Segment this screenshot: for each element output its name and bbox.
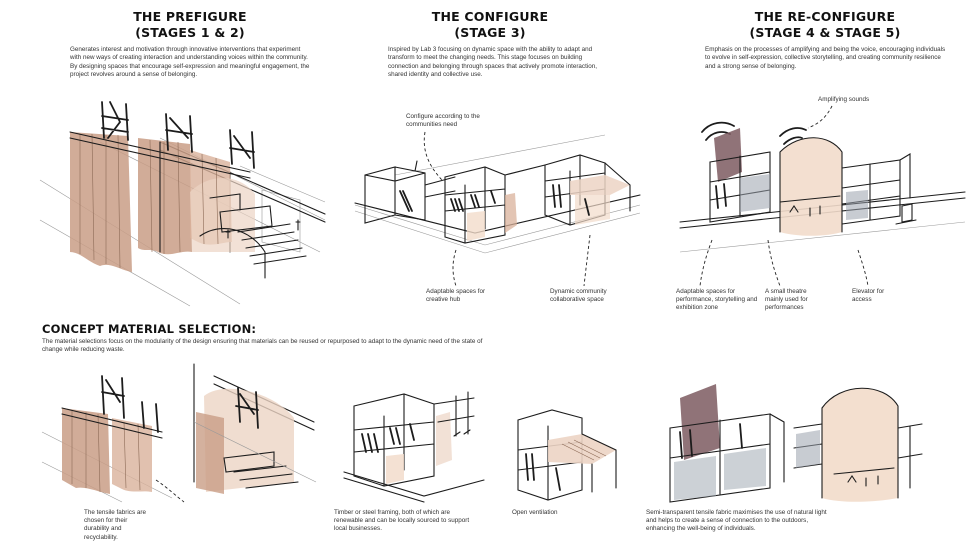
stage-3-description: Emphasis on the processes of amplifying … <box>705 46 946 70</box>
stage-3-title: THE RE-CONFIGURE (STAGE 4 & STAGE 5) <box>725 9 925 41</box>
concept-description: The material selections focus on the mod… <box>42 338 483 354</box>
stage-1-title: THE PREFIGURE (STAGES 1 & 2) <box>100 9 280 41</box>
concept-semi-transparent-right-sketch <box>793 387 923 502</box>
stage-2-title-line2: (STAGE 3) <box>454 25 526 40</box>
stage-3-title-line1: THE RE-CONFIGURE <box>754 9 896 24</box>
annotation-configure-need: Configure according to the communities n… <box>406 113 480 129</box>
stage-1-title-line2: (STAGES 1 & 2) <box>135 25 245 40</box>
concept-ventilation-sketch <box>517 409 617 501</box>
concept-note-ventilation: Open ventilation <box>512 509 558 516</box>
stage-3-title-line2: (STAGE 4 & STAGE 5) <box>749 25 901 40</box>
concept-timber-sketch <box>343 391 485 503</box>
reconfigure-sketch <box>679 121 966 253</box>
stage-2-title: THE CONFIGURE (STAGE 3) <box>400 9 580 41</box>
annotation-dynamic-community: Dynamic community collaborative space <box>550 288 607 304</box>
concept-note-fabric: The tensile fabrics are chosen for their… <box>84 509 146 541</box>
concept-fabric-sketch <box>41 375 173 503</box>
annotation-amplifying-sounds: Amplifying sounds <box>818 96 870 103</box>
stage-1-description: Generates interest and motivation throug… <box>70 46 310 79</box>
prefigure-sketch <box>39 101 326 307</box>
concept-note-semi-transparent: Semi-transparent tensile fabric maximise… <box>646 509 827 533</box>
configure-sketch <box>354 134 641 254</box>
concept-semi-transparent-left-sketch <box>669 384 785 503</box>
annotation-small-theatre: A small theatre mainly used for performa… <box>765 288 808 312</box>
stage-1-title-line1: THE PREFIGURE <box>133 9 247 24</box>
concept-note-timber: Timber or steel framing, both of which a… <box>334 509 470 533</box>
annotation-elevator: Elevator for access <box>852 288 885 304</box>
annotation-adaptable-creative: Adaptable spaces for creative hub <box>426 288 486 304</box>
stage-2-description: Inspired by Lab 3 focusing on dynamic sp… <box>388 46 597 79</box>
annotation-adaptable-performance: Adaptable spaces for performance, storyt… <box>676 288 758 312</box>
concept-fabric-closeup-sketch <box>193 363 317 494</box>
concept-heading: CONCEPT MATERIAL SELECTION: <box>42 322 257 336</box>
stage-2-title-line1: THE CONFIGURE <box>431 9 549 24</box>
